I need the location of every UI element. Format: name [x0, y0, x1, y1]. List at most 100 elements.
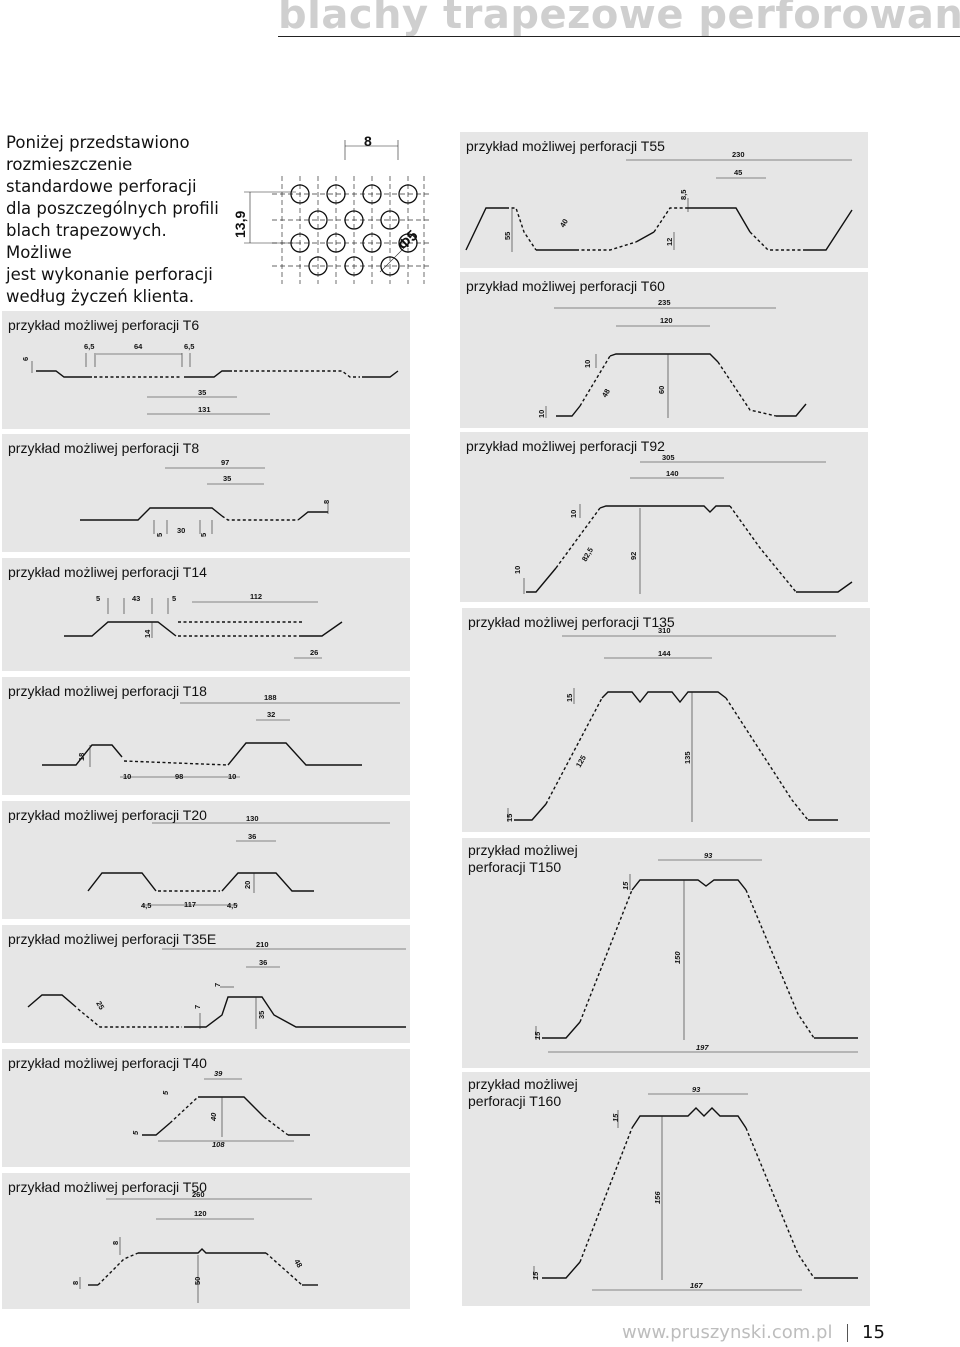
dim-label: 260: [192, 1190, 205, 1199]
panel-title: przykład możliwej perforacji T18: [8, 683, 207, 699]
intro-line: blach trapezowych. Możliwe: [6, 221, 167, 262]
dim-label: 39: [214, 1069, 223, 1078]
dim-label: 188: [264, 693, 277, 702]
dim-label: 40: [558, 217, 570, 229]
dim-label: 130: [246, 814, 259, 823]
dim-label: 50: [193, 1277, 202, 1285]
dim-label: 15: [621, 881, 630, 890]
dim-label: 10: [513, 566, 522, 574]
dim-label: 144: [658, 649, 671, 658]
dim-label: 167: [690, 1281, 703, 1290]
intro-line: rozmieszczenie: [6, 155, 133, 174]
dim-label: 93: [704, 851, 713, 860]
dim-label: 93: [692, 1085, 701, 1094]
footer-url[interactable]: www.pruszynski.com.pl: [622, 1322, 833, 1343]
panel-title: przykład możliwej perforacji T50: [8, 1179, 207, 1195]
dim-label: 117: [184, 900, 196, 909]
panel-title: przykład możliwej perforacji T160: [468, 1076, 578, 1110]
dim-label: 45: [734, 168, 742, 177]
panel-t35e: przykład możliwej perforacji T35E 210 36…: [2, 925, 410, 1043]
title-rule: [278, 36, 960, 37]
footer-separator: [847, 1324, 848, 1342]
dim-label: 210: [256, 940, 269, 949]
dim-label: 156: [653, 1191, 662, 1204]
dim-label: 112: [250, 592, 262, 601]
perforation-hole: [344, 210, 364, 230]
page-number: 15: [862, 1322, 885, 1343]
dim-label: 140: [666, 469, 679, 478]
dim-label: 6,5: [84, 342, 94, 351]
dim-label: 15: [531, 1271, 540, 1280]
dim-label: 108: [212, 1140, 225, 1149]
panel-t18: przykład możliwej perforacji T18 188 32 …: [2, 677, 410, 795]
dim-label: 15: [611, 1113, 620, 1122]
perforation-hole: [290, 233, 310, 253]
intro-line: według życzeń klienta.: [6, 287, 195, 306]
panel-t150: przykład możliwej perforacji T150 93 15 …: [462, 838, 870, 1068]
dim-label: 12: [665, 238, 674, 246]
panel-title-line: przykład możliwej: [468, 1076, 578, 1092]
dim-label: 7: [213, 983, 222, 987]
panel-t160: przykład możliwej perforacji T160 93 15 …: [462, 1072, 870, 1306]
dim-label: 5: [155, 533, 164, 537]
panel-title-line: przykład możliwej: [468, 842, 578, 858]
dim-label: 10: [569, 510, 578, 518]
panel-title: przykład możliwej perforacji T92: [466, 438, 665, 454]
dim-label: 30: [177, 526, 185, 535]
dim-label: 15: [565, 694, 574, 702]
panel-title: przykład możliwej perforacji T6: [8, 317, 200, 333]
dim-label: 4,5: [227, 901, 237, 910]
panel-title: przykład możliwej perforacji T40: [8, 1055, 207, 1071]
dim-label: 36: [248, 832, 256, 841]
panel-title: przykład możliwej perforacji T35E: [8, 931, 217, 947]
dim-label: 6: [21, 357, 30, 361]
dim-label: 235: [658, 298, 671, 307]
perforation-hole: [344, 256, 364, 276]
dim-label: 48: [292, 1258, 304, 1270]
perforation-hole: [308, 256, 328, 276]
dim-label: 5: [161, 1090, 170, 1095]
intro-text: Poniżej przedstawiono rozmieszczenie sta…: [6, 132, 236, 308]
panel-title-line: perforacji T150: [468, 859, 562, 875]
dim-label: 8: [322, 500, 331, 504]
dim-label: 8,5: [679, 190, 688, 200]
dim-label: 43: [132, 594, 140, 603]
panel-t14: przykład możliwej perforacji T14 5 43 5 …: [2, 558, 410, 671]
dim-label: 18: [77, 753, 86, 761]
dim-label: 32: [267, 710, 275, 719]
dim-label: 5: [199, 533, 208, 537]
panel-t20: przykład możliwej perforacji T20 130 36 …: [2, 801, 410, 919]
dim-label: 125: [574, 754, 588, 769]
intro-line: standardowe perforacji: [6, 177, 197, 196]
dim-label: 5: [96, 594, 100, 603]
dim-label: 82,5: [580, 546, 595, 563]
perforation-hole: [326, 184, 346, 204]
perforation-hole: [362, 184, 382, 204]
dim-label: 5: [131, 1130, 140, 1135]
dim-label: 305: [662, 453, 675, 462]
dim-label: 8: [71, 1281, 80, 1285]
panel-title: przykład możliwej perforacji T20: [8, 807, 207, 823]
dim-label: 150: [673, 951, 682, 964]
dim-label: 97: [221, 458, 229, 467]
dim-label: 36: [259, 958, 267, 967]
dim-label: 10: [583, 360, 592, 368]
dim-label: 135: [683, 751, 692, 764]
perforation-hole: [326, 233, 346, 253]
dim-label: 35: [223, 474, 231, 483]
panel-title: przykład możliwej perforacji T135: [468, 614, 675, 630]
intro-line: dla poszczególnych profili: [6, 199, 219, 218]
dim-label: 230: [732, 150, 745, 159]
dim-label: 5: [172, 594, 176, 603]
perforation-hole: [380, 256, 400, 276]
dim-label: 131: [198, 405, 211, 414]
dim-label: 60: [657, 386, 666, 394]
dim-label: 197: [696, 1043, 709, 1052]
hole-grid: [272, 176, 432, 284]
perforation-hole: [290, 184, 310, 204]
dim-label: 120: [660, 316, 673, 325]
dim-label: 26: [310, 648, 318, 657]
panel-title: przykład możliwej perforacji T60: [466, 278, 665, 294]
panel-t8: przykład możliwej perforacji T8 97 35 8 …: [2, 434, 410, 552]
dim-label: 10: [123, 772, 131, 781]
